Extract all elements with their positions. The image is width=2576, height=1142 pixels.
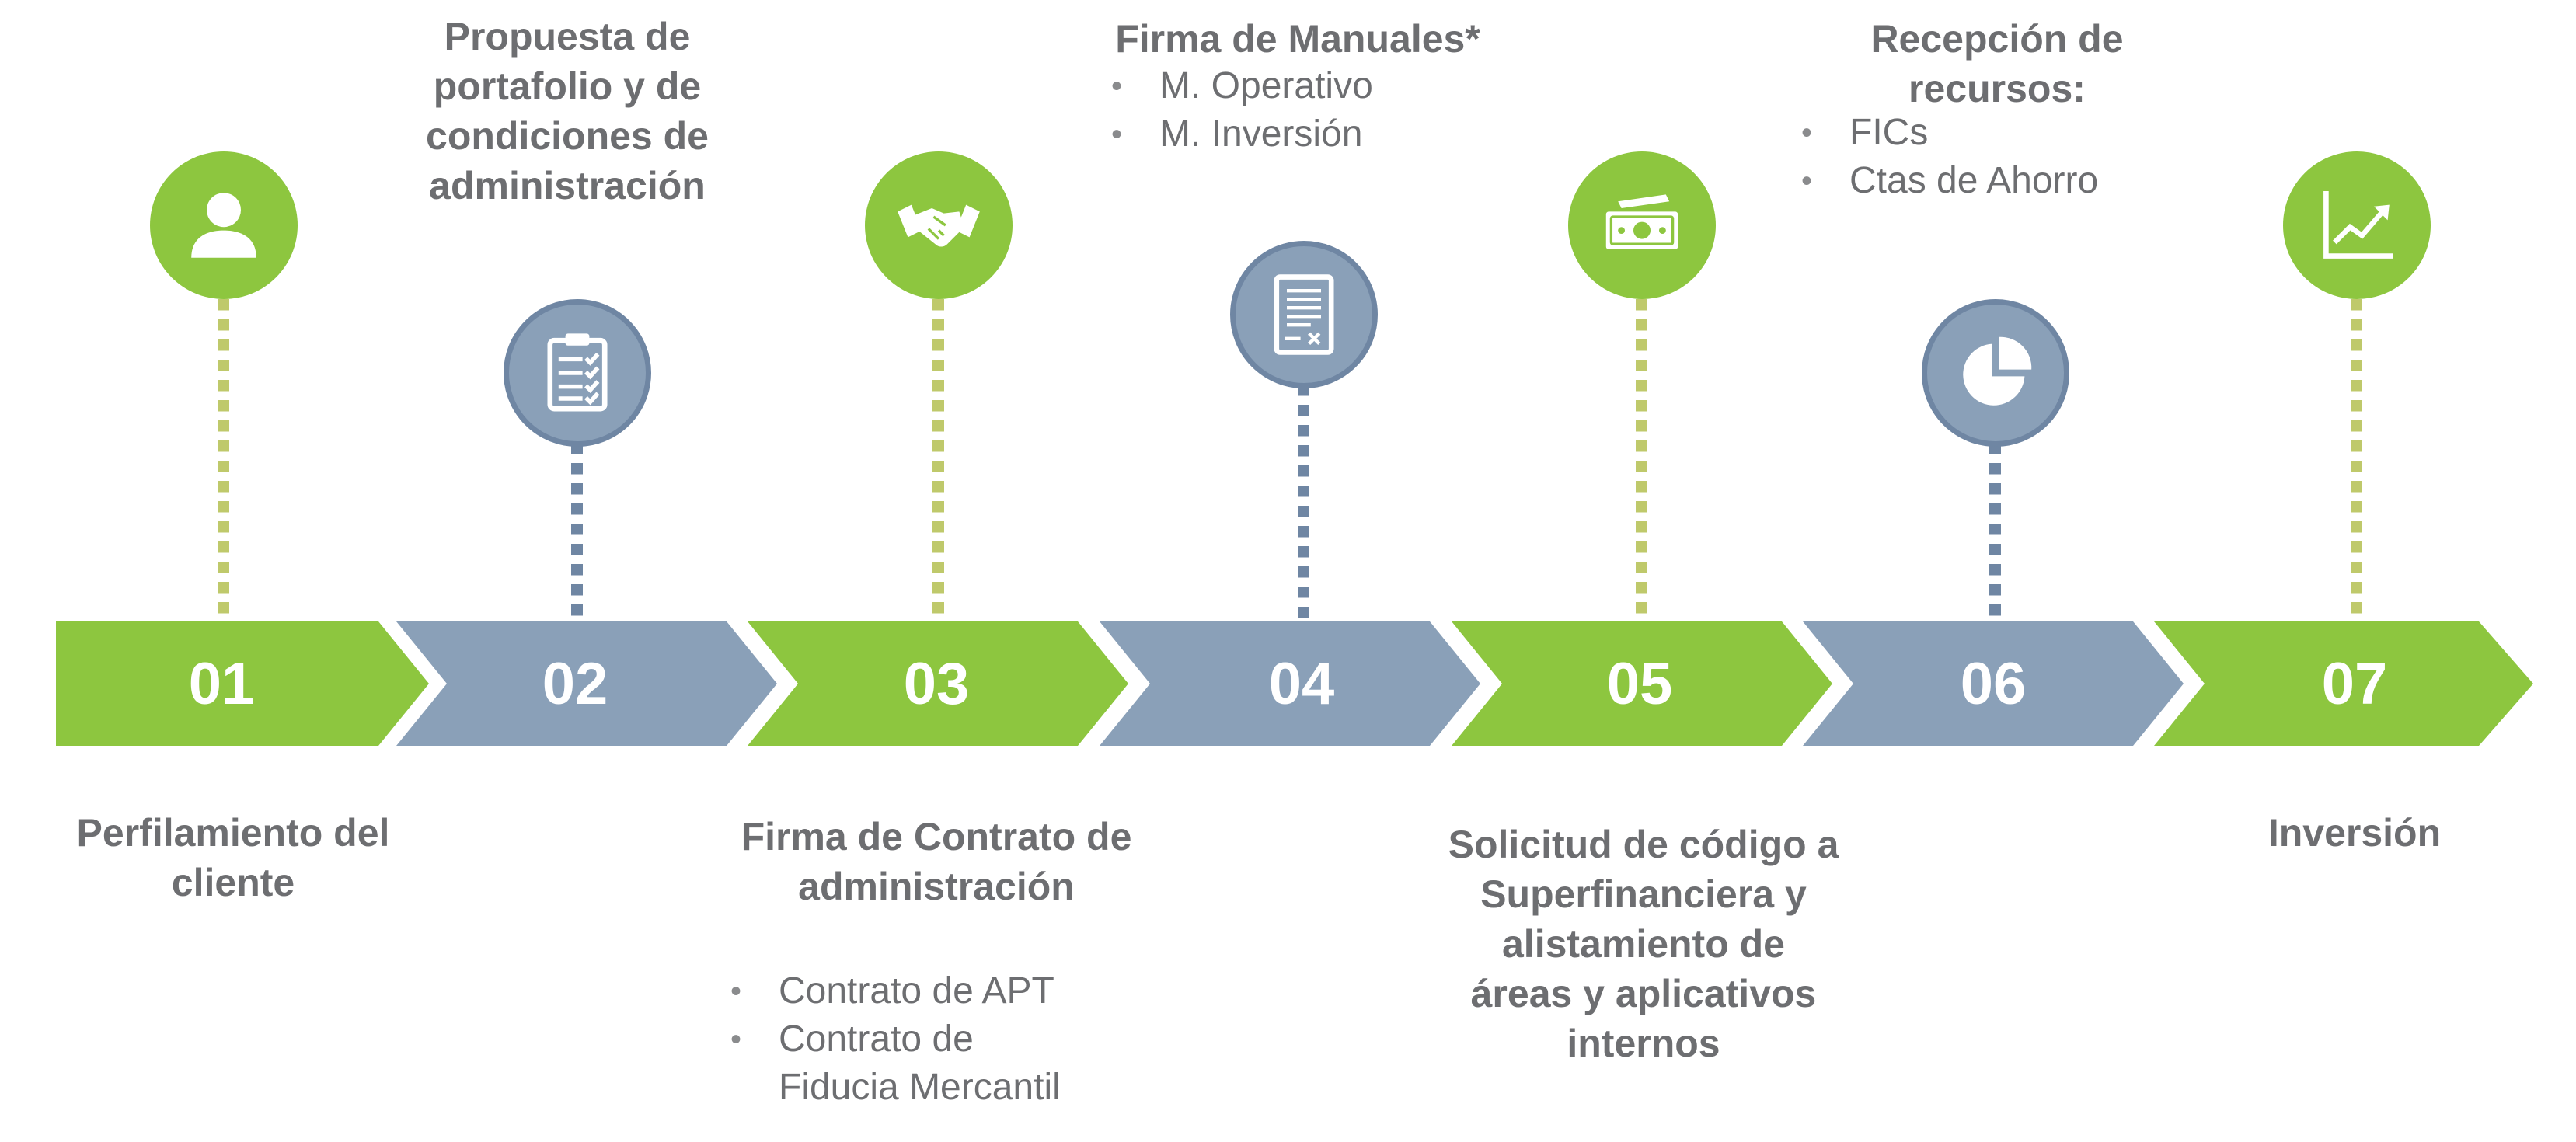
step-label-04-line: Firma de Manuales*	[1115, 17, 1480, 61]
person-icon	[191, 193, 256, 258]
growth-chart-icon	[2323, 191, 2393, 259]
bullet-item: Ctas de Ahorro	[1801, 157, 2174, 205]
bullet-text: Ctas de Ahorro	[1849, 160, 2099, 201]
node-step-05	[1568, 151, 1716, 299]
step-label-03: Firma de Contrato de administración	[707, 812, 1166, 911]
bullet-item: M. Inversión	[1111, 110, 1484, 158]
connector-07	[2351, 299, 2362, 621]
bullet-item: M. Operativo	[1111, 62, 1484, 110]
step-number-01: 01	[188, 650, 255, 717]
handshake-icon	[898, 204, 980, 247]
step-label-05-line: alistamiento de	[1502, 922, 1785, 966]
bullet-text: M. Operativo	[1159, 65, 1373, 106]
step-label-02-line: portafolio y de	[433, 64, 702, 108]
arrow-step-01	[56, 621, 429, 746]
step-label-06: Recepción de recursos:	[1818, 14, 2176, 113]
step-number-07: 07	[2321, 650, 2388, 717]
arrow-step-05	[1452, 621, 1832, 746]
connector-06	[1989, 443, 2001, 621]
connector-05	[1636, 299, 1647, 621]
connector-02	[571, 443, 583, 621]
step-label-02-line: administración	[429, 164, 706, 207]
node-step-01	[150, 151, 298, 299]
connector-04	[1298, 385, 1309, 621]
bullet-text: Contrato de	[779, 1018, 974, 1060]
step-number-05: 05	[1606, 650, 1673, 717]
step-number-04: 04	[1268, 650, 1335, 717]
step-label-05-line: Solicitud de código a	[1448, 823, 1839, 866]
signed-document-icon	[1274, 274, 1334, 355]
arrow-step-06	[1803, 621, 2184, 746]
step-label-01-line: Perfilamiento del	[76, 811, 390, 855]
step-label-06-line: Recepción de	[1870, 17, 2124, 61]
step-label-05-line: internos	[1567, 1022, 1720, 1065]
clipboard-checklist-icon	[547, 333, 608, 412]
bullet-item: Contrato de Fiducia Mercantil	[730, 1015, 1166, 1112]
connector-01	[218, 299, 229, 621]
arrow-step-02	[396, 621, 777, 746]
step-label-02: Propuesta de portafolio y de condiciones…	[381, 12, 754, 211]
bullet-item: Contrato de APT	[730, 967, 1166, 1015]
node-step-03	[865, 151, 1013, 299]
step-06-bullets: FICs Ctas de Ahorro	[1801, 109, 2174, 205]
step-label-01: Perfilamiento del cliente	[31, 808, 435, 907]
node-step-02	[504, 299, 651, 447]
step-label-05-line: áreas y aplicativos	[1470, 972, 1817, 1015]
step-label-02-line: Propuesta de	[444, 15, 691, 58]
step-label-07-line: Inversión	[2268, 811, 2442, 855]
step-label-03-line: administración	[798, 865, 1075, 908]
step-label-05: Solicitud de código a Superfinanciera y …	[1418, 820, 1869, 1068]
step-label-05-line: Superfinanciera y	[1480, 872, 1807, 916]
step-label-06-line: recursos:	[1908, 67, 2086, 110]
money-bill-icon	[1605, 194, 1678, 249]
step-label-01-line: cliente	[171, 861, 295, 904]
step-number-06: 06	[1960, 650, 2027, 717]
arrow-step-07	[2154, 621, 2533, 746]
step-label-02-line: condiciones de	[426, 114, 709, 158]
connector-03	[932, 299, 944, 621]
step-04-bullets: M. Operativo M. Inversión	[1111, 62, 1484, 158]
bullet-text: Fiducia Mercantil	[779, 1067, 1061, 1108]
step-label-07: Inversión	[2199, 808, 2510, 858]
arrow-step-04	[1100, 621, 1480, 746]
node-step-07	[2283, 151, 2431, 299]
step-label-04: Firma de Manuales*	[1103, 14, 1492, 64]
node-step-06	[1922, 299, 2069, 447]
step-label-03-line: Firma de Contrato de	[741, 815, 1132, 858]
step-number-03: 03	[903, 650, 970, 717]
arrow-step-03	[748, 621, 1128, 746]
step-number-02: 02	[542, 650, 608, 717]
step-03-bullets: Contrato de APT Contrato de Fiducia Merc…	[730, 967, 1166, 1112]
node-step-04	[1230, 241, 1378, 388]
bullet-text: M. Inversión	[1159, 113, 1363, 155]
bullet-item: FICs	[1801, 109, 2174, 157]
pie-chart-icon	[1963, 336, 2032, 406]
bullet-text: Contrato de APT	[779, 970, 1054, 1011]
bullet-text: FICs	[1849, 112, 1929, 153]
